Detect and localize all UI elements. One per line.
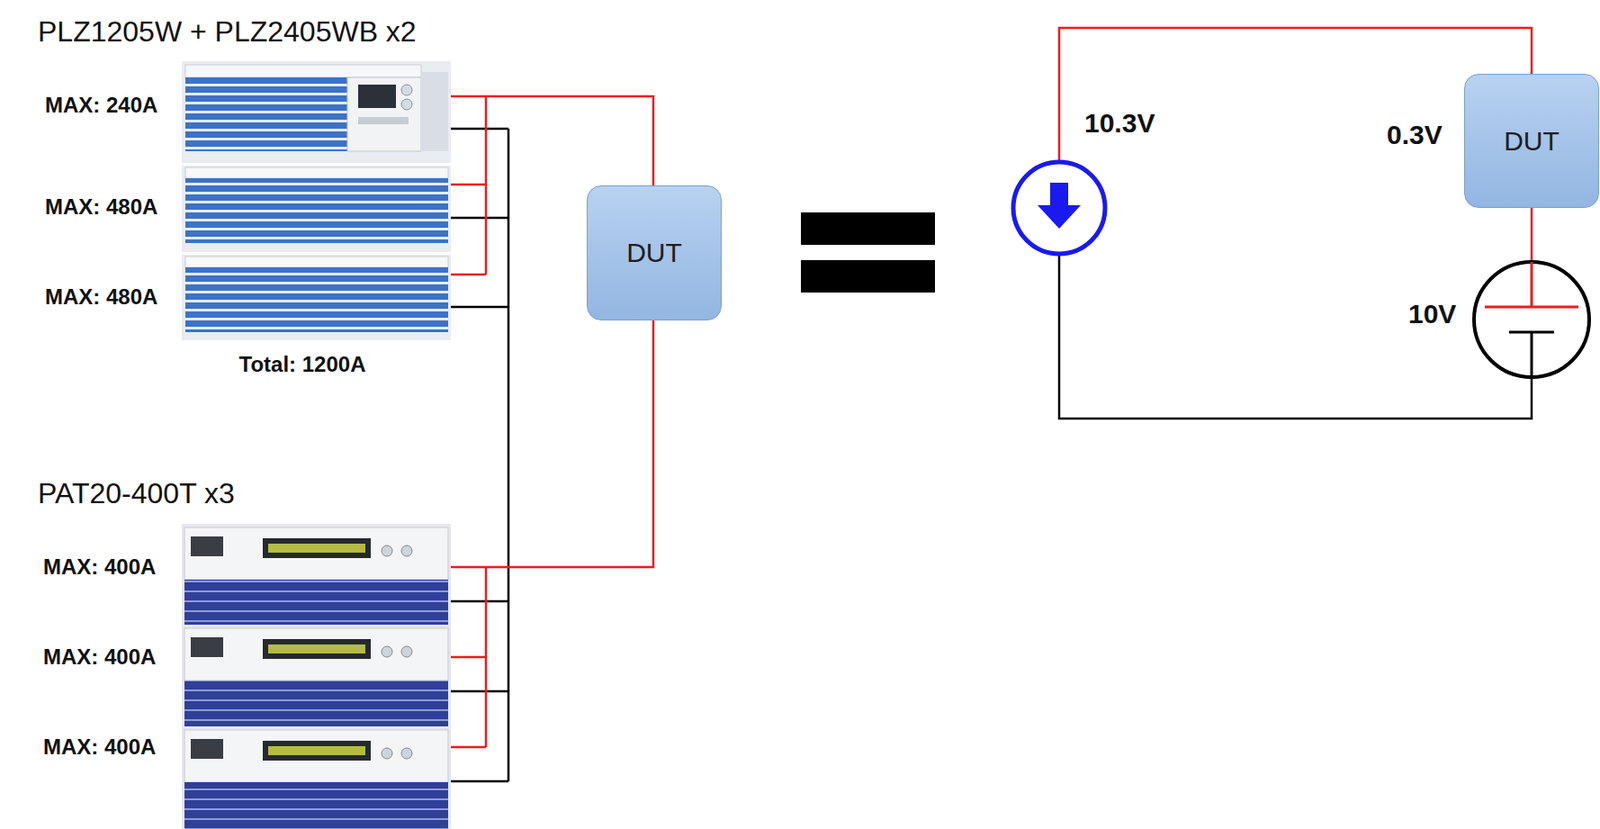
positive-wire	[1059, 27, 1532, 262]
unit-top	[185, 64, 422, 78]
battery-symbol	[1474, 261, 1590, 378]
photo-background	[181, 726, 451, 829]
annotation-label: MAX: 240A	[44, 93, 158, 117]
annotation-label: MAX: 400A	[43, 645, 156, 669]
knob	[401, 646, 413, 657]
knob	[401, 84, 413, 96]
circuit-wiring	[1059, 27, 1532, 419]
display-digits	[268, 543, 366, 553]
annotation-label: 10V	[1408, 298, 1457, 329]
front-panel	[184, 527, 449, 580]
node-text: DUT	[1503, 125, 1560, 157]
knob	[381, 646, 393, 657]
unit-top	[185, 256, 449, 268]
unit-side	[421, 71, 449, 152]
current-arrow-head	[1037, 205, 1081, 229]
photo-background	[181, 523, 451, 625]
annotation-label: MAX: 400A	[43, 555, 156, 579]
knob	[381, 747, 393, 759]
equals-bar	[800, 260, 935, 293]
node-text: DUT	[626, 237, 683, 269]
annotation-label: PAT20-400T x3	[37, 477, 235, 510]
display	[262, 740, 371, 761]
annotation-label: MAX: 400A	[43, 735, 156, 759]
slats	[184, 680, 449, 727]
slats	[184, 782, 449, 829]
annotation-label: 0.3V	[1386, 119, 1443, 150]
photo-background	[181, 165, 451, 252]
knob	[401, 545, 413, 557]
load-unit	[181, 254, 451, 341]
front-panel	[184, 628, 449, 681]
annotation-label: PLZ1205W + PLZ2405WB x2	[37, 16, 417, 48]
terminal	[190, 738, 224, 759]
power-supply-unit	[181, 523, 451, 625]
vent-front	[185, 178, 449, 243]
display	[358, 84, 396, 108]
battery-positive-plate	[1484, 261, 1579, 307]
terminal	[190, 536, 224, 557]
slats	[184, 579, 449, 625]
vent-front	[185, 267, 449, 333]
display-digits	[268, 644, 366, 654]
battery-negative-plate	[1509, 332, 1555, 378]
display	[262, 538, 371, 558]
unit-top	[185, 167, 449, 179]
annotation-label: MAX: 480A	[44, 195, 158, 219]
knob	[381, 545, 393, 557]
negative-wire	[1059, 253, 1532, 419]
control-panel	[347, 77, 422, 152]
knob	[401, 747, 413, 759]
front-panel	[184, 729, 449, 783]
dut-box: DUT	[1464, 73, 1600, 208]
display-digits	[268, 746, 366, 756]
current-source-symbol	[1013, 161, 1106, 254]
display	[262, 638, 371, 659]
current-arrow-shaft	[1050, 182, 1069, 207]
annotation-label: 10.3V	[1084, 107, 1155, 138]
annotation-label: MAX: 480A	[44, 285, 158, 309]
equals-bar	[800, 212, 935, 245]
terminal	[190, 637, 224, 657]
load-unit	[181, 165, 451, 252]
photo-background	[181, 61, 451, 163]
button-row	[358, 116, 409, 125]
knob	[401, 98, 413, 110]
positive-wire	[450, 320, 654, 747]
photo-background	[181, 254, 451, 341]
power-supply-unit	[181, 726, 451, 829]
load-unit	[181, 61, 451, 163]
power-supply-unit	[181, 624, 451, 727]
dut-box: DUT	[586, 185, 722, 321]
vent-front	[185, 77, 348, 152]
annotation-label: Total: 1200A	[239, 352, 367, 377]
negative-wire	[450, 128, 509, 782]
photo-background	[181, 624, 451, 727]
